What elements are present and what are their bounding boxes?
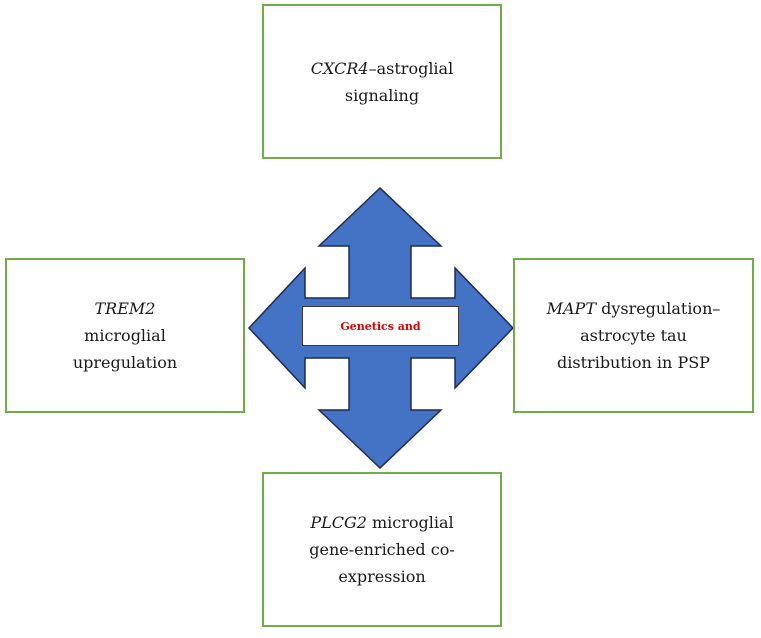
box-trem2-line2: microglial [84,326,166,345]
center-label-text: Genetics and [340,319,421,333]
box-cxcr4-line1: CXCR4–astroglial [310,58,454,78]
box-mapt: MAPT dysregulation– astrocyte tau distri… [513,258,754,413]
box-cxcr4-line2: signaling [344,85,420,105]
gene-mapt: MAPT [546,299,596,318]
box-trem2: TREM2 microglial upregulation [5,258,245,413]
gene-trem2: TREM2 [94,299,156,318]
box-plcg2-line3: expression [338,567,426,586]
box-plcg2: PLCG2 microglial gene-enriched co- expre… [262,472,502,627]
gene-cxcr4: CXCR4 [310,58,369,78]
center-label: Genetics and [302,306,459,346]
box-plcg2-line1: PLCG2 microglial [310,513,454,532]
box-trem2-line1: TREM2 [73,295,177,322]
box-mapt-line2: astrocyte tau [580,326,687,345]
gene-plcg2: PLCG2 [310,513,367,532]
box-cxcr4: CXCR4–astroglial signaling [262,4,502,159]
box-trem2-line3: upregulation [72,353,178,372]
box-plcg2-line2: gene-enriched co- [309,540,455,559]
box-mapt-line3: distribution in PSP [557,353,710,372]
box-mapt-line1: MAPT dysregulation– [546,299,721,318]
